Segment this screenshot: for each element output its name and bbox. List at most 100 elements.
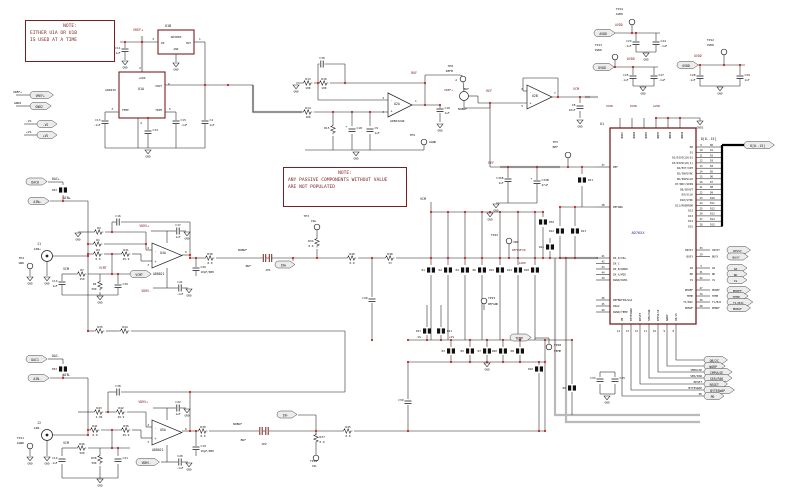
- label: R5: [461, 349, 465, 353]
- testpoint-icon: [26, 262, 34, 270]
- label: 14: [617, 329, 621, 333]
- jumper-R4-icon: [461, 267, 465, 273]
- jumper-R5-icon: [466, 348, 470, 354]
- label: C25: [623, 73, 629, 77]
- wire: [657, 334, 704, 373]
- label: R14: [305, 106, 311, 110]
- jumper-R11-icon: [550, 244, 554, 250]
- label: BUF: [241, 438, 247, 442]
- resistor-R40-icon: [346, 255, 357, 261]
- label: NOBUF: [238, 248, 247, 252]
- net-flag-PDBUF: [726, 304, 751, 312]
- testpoint-icon: [312, 454, 320, 462]
- label: GND: [640, 92, 645, 96]
- label: DVDD: [595, 48, 602, 52]
- label: 49.9: [123, 257, 130, 261]
- label: C41: [123, 456, 129, 460]
- opamp-icon: [151, 419, 183, 446]
- label: BYTESWAP: [629, 308, 633, 321]
- junction-dot: [634, 31, 638, 35]
- ground-icon: [292, 84, 300, 90]
- label: D[0..15]: [750, 144, 765, 148]
- label: D1: [690, 150, 694, 154]
- junction-dot: [449, 360, 453, 364]
- label: VCM: [63, 267, 69, 271]
- label: C38: [115, 384, 121, 388]
- label: TP5: [553, 140, 559, 144]
- junction-dot: [110, 230, 114, 234]
- label: 10K: [321, 86, 326, 90]
- jumper-R4-icon: [465, 267, 469, 273]
- label: .1uF: [659, 78, 666, 82]
- label: OVDD: [682, 64, 690, 68]
- label: GND: [717, 92, 722, 96]
- label: 1uF: [175, 412, 180, 416]
- label: 0.0: [207, 261, 212, 265]
- junction-dot: [446, 256, 450, 260]
- resistor-R46-icon: [76, 445, 87, 451]
- label: 30: [699, 298, 703, 302]
- label: 6: [185, 250, 187, 254]
- label: PDREF: [733, 289, 742, 293]
- label: GND: [19, 261, 25, 265]
- resistor-R3-icon: [92, 251, 103, 257]
- label: GND: [97, 301, 102, 305]
- label: AIN-: [34, 426, 41, 430]
- ground-icon: [185, 288, 193, 294]
- label: R31: [588, 178, 593, 182]
- ground-icon: [96, 478, 104, 484]
- label: BYTESWAP: [689, 386, 703, 390]
- label: -: [155, 426, 157, 430]
- label: .1uF: [94, 123, 101, 127]
- label: GND: [44, 282, 49, 286]
- testpoint-icon: [720, 48, 728, 56]
- label: 1uF: [745, 78, 750, 82]
- note2-line3: ARE NOT POPULATED: [288, 184, 336, 190]
- jumper-R3-icon: [451, 348, 455, 354]
- label: AVDD: [615, 23, 623, 27]
- jumper-R2-icon: [444, 267, 448, 273]
- label: R30: [207, 252, 213, 256]
- label: TP20: [554, 343, 561, 347]
- label: U2A: [394, 102, 400, 106]
- label: IN: [161, 41, 165, 45]
- resistor-R39-icon: [197, 428, 208, 434]
- ground-icon: [436, 123, 444, 129]
- label: -: [530, 91, 532, 95]
- bnc-center-icon: [45, 254, 49, 258]
- label: 13: [626, 329, 630, 333]
- label: PDBUF: [685, 306, 693, 310]
- label: 38: [601, 203, 605, 207]
- label: C10: [445, 106, 451, 110]
- net-flag-AVDD: [593, 29, 616, 37]
- jumper-R18-icon: [531, 267, 535, 273]
- label: OVDD: [707, 43, 714, 47]
- label: 590: [91, 461, 96, 465]
- junction-dot: [533, 256, 537, 260]
- label: R40: [349, 252, 355, 256]
- jumper-R17-icon: [427, 328, 431, 334]
- label: 43: [601, 265, 605, 269]
- label: R42: [118, 406, 124, 410]
- junction-dot: [543, 429, 547, 433]
- label: 0.0: [92, 433, 97, 437]
- testpoint-icon: [420, 138, 428, 146]
- junction-dot: [110, 446, 114, 450]
- label: AD76XX: [632, 231, 646, 235]
- label: D11/RDERROR: [675, 203, 693, 207]
- component-box: [157, 29, 195, 55]
- label: 24: [699, 201, 703, 205]
- label: IMPULSE: [690, 368, 702, 372]
- label: 31: [699, 270, 703, 274]
- label: .1uF: [689, 78, 696, 82]
- label: .1uF: [51, 461, 58, 465]
- label: GND2: [14, 101, 21, 105]
- net-flag-TEMP: [726, 292, 749, 300]
- label: 8: [672, 329, 674, 333]
- gray-trace: [564, 258, 700, 424]
- junction-dot: [61, 199, 65, 203]
- jumper-R20-icon: [503, 348, 507, 354]
- junction-dot: [314, 429, 318, 433]
- label: C4: [210, 118, 214, 122]
- label: +VS: [43, 134, 49, 138]
